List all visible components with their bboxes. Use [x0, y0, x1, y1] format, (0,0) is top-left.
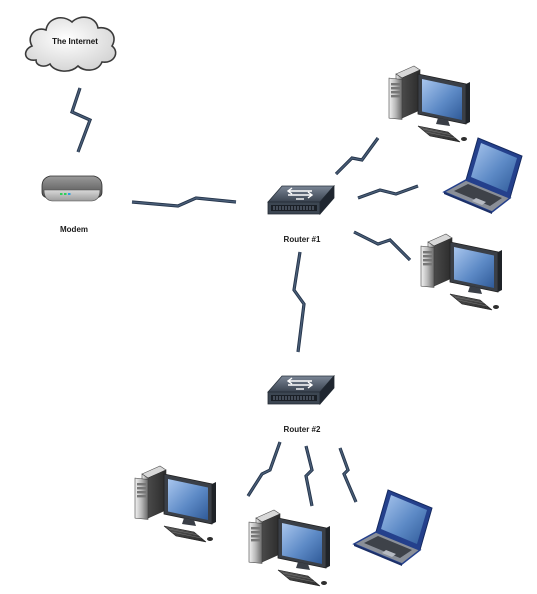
- router-icon: [267, 375, 335, 405]
- internet-label: The Internet: [52, 37, 98, 46]
- router-2-label: Router #2: [284, 425, 321, 434]
- router-1-label: Router #1: [284, 235, 321, 244]
- router-icon: [267, 185, 335, 215]
- link-bolt: [335, 137, 379, 175]
- modem-icon: [41, 175, 103, 202]
- laptop-icon: [353, 489, 433, 567]
- link-bolt: [305, 445, 313, 507]
- desktop-computer-icon: [248, 509, 331, 587]
- link-bolt: [339, 447, 357, 503]
- link-bolt: [293, 251, 305, 353]
- desktop-computer-icon: [420, 233, 503, 311]
- desktop-computer-icon: [388, 65, 471, 143]
- cloud-icon: [24, 16, 117, 72]
- modem-label: Modem: [60, 225, 88, 234]
- link-bolt: [353, 231, 411, 261]
- router-2-node: Router #2: [267, 375, 335, 434]
- links-layer: [70, 87, 419, 507]
- modem-node: Modem: [41, 175, 103, 234]
- link-bolt: [131, 197, 237, 207]
- link-bolt-shadow: [131, 196, 237, 208]
- link-bolt: [357, 185, 419, 199]
- laptop-icon: [443, 137, 523, 215]
- desktop-computer-icon: [134, 465, 217, 543]
- link-bolt: [71, 87, 91, 153]
- router-1-node: Router #1: [267, 185, 335, 244]
- link-bolt: [247, 441, 281, 497]
- internet-cloud-node: The Internet: [24, 16, 117, 72]
